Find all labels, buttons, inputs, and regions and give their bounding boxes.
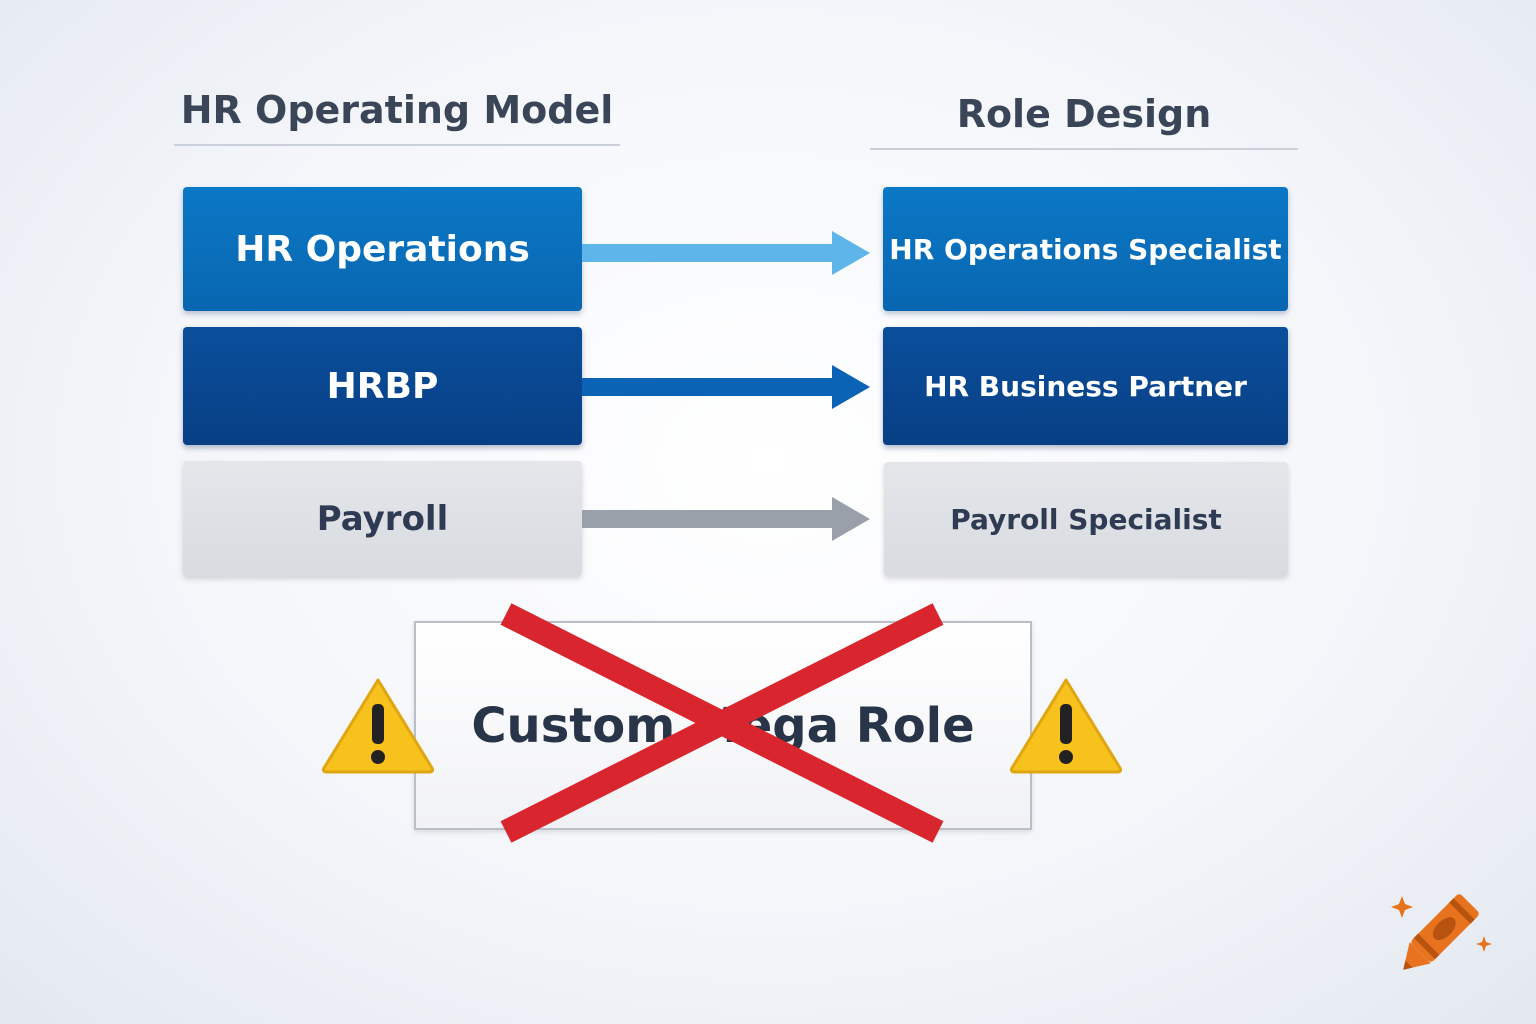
role-payroll-specialist: Payroll Specialist bbox=[884, 462, 1288, 576]
operating-model-heading: HR Operating Model bbox=[174, 88, 620, 146]
role-hr-operations-specialist: HR Operations Specialist bbox=[883, 187, 1288, 311]
custom-mega-role-label: Custom Mega Role bbox=[471, 697, 975, 754]
role-hr-business-partner: HR Business Partner bbox=[883, 327, 1288, 445]
arrow-right-icon bbox=[582, 497, 870, 541]
crayon-logo-icon bbox=[1391, 894, 1492, 970]
warning-icon bbox=[321, 678, 435, 774]
custom-mega-role-box: Custom Mega Role bbox=[414, 621, 1032, 830]
model-unit-payroll: Payroll bbox=[183, 461, 582, 576]
model-unit-hr-operations: HR Operations bbox=[183, 187, 582, 311]
arrow-right-icon bbox=[582, 365, 870, 409]
warning-icon bbox=[1009, 678, 1123, 774]
arrow-right-icon bbox=[582, 231, 870, 275]
role-design-heading: Role Design bbox=[870, 92, 1298, 150]
model-unit-hrbp: HRBP bbox=[183, 327, 582, 445]
